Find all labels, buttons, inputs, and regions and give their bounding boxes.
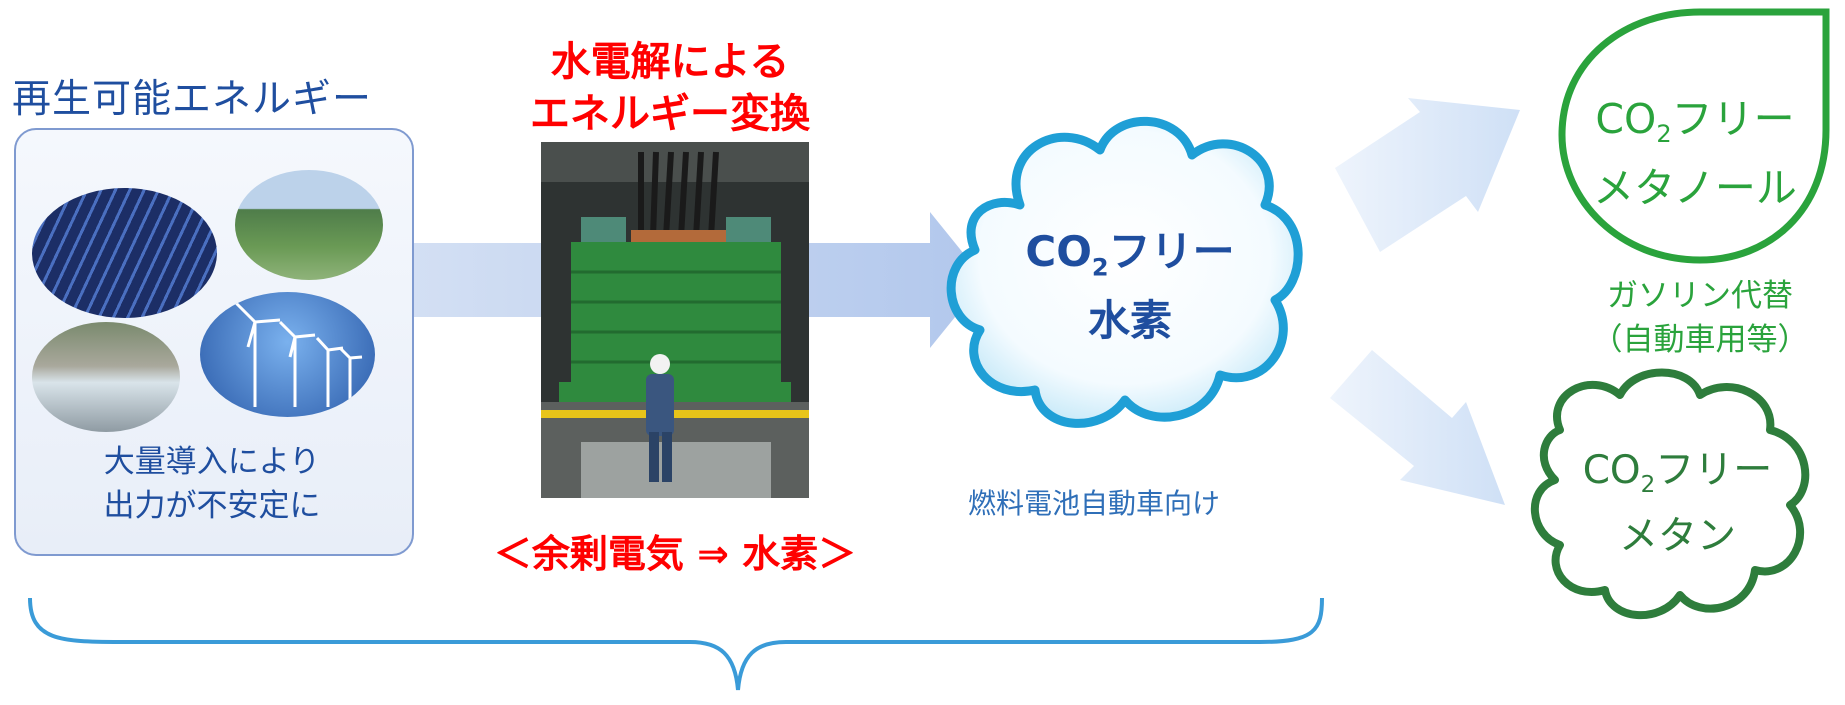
co2-prefix: CO	[1582, 448, 1641, 493]
co2-prefix: CO	[1025, 227, 1092, 276]
methanol-use: ガソリン代替 （自動車用等）	[1560, 274, 1840, 362]
electrolysis-title: 水電解による エネルギー変換	[470, 36, 870, 140]
electrolysis-title-line2: エネルギー変換	[530, 91, 810, 137]
methanol-use-line1: ガソリン代替	[1607, 278, 1793, 314]
hydrogen-label-line1: CO2フリー	[1010, 225, 1250, 294]
electrolyzer-illustration	[541, 142, 809, 498]
methanol-label-line1: CO2フリー	[1565, 92, 1825, 161]
electrolyzer-photo	[541, 142, 809, 498]
methane-label-line1: CO2フリー	[1560, 445, 1795, 511]
hydro-dam-photo	[32, 322, 180, 432]
wind-farm-photo	[200, 292, 375, 417]
co2-subscript: 2	[1091, 253, 1109, 282]
co2-prefix: CO	[1595, 95, 1657, 143]
renewable-title: 再生可能エネルギー	[12, 77, 373, 122]
electrolysis-subtitle: ＜余剰電気 ⇒ 水素＞	[493, 532, 857, 576]
methanol-label: CO2フリー メタノール	[1565, 92, 1825, 215]
renewable-caption-line2: 出力が不安定に	[103, 488, 321, 524]
electrolysis-title-line1: 水電解による	[550, 39, 790, 85]
geothermal-photo	[235, 170, 383, 280]
brace	[28, 597, 1324, 691]
arrow-to-methanol	[1335, 98, 1520, 252]
hydrogen-label-line2: 水素	[1087, 296, 1172, 346]
solar-panel-photo	[32, 188, 217, 318]
hydrogen-use: 燃料電池自動車向け	[968, 487, 1221, 520]
renewable-caption-line1: 大量導入により	[103, 444, 321, 480]
methanol-label-line2: メタノール	[1593, 164, 1797, 213]
hydrogen-cloud	[946, 116, 1303, 428]
methanol-shape	[1558, 8, 1830, 264]
free-suffix: フリー	[1655, 448, 1773, 493]
methanol-use-line2: （自動車用等）	[1591, 322, 1809, 358]
free-suffix: フリー	[1108, 227, 1235, 276]
arrow-to-methane	[1330, 350, 1505, 505]
co2-subscript: 2	[1640, 471, 1656, 498]
free-suffix: フリー	[1671, 95, 1795, 143]
hydrogen-label: CO2フリー 水素	[1010, 225, 1250, 348]
methane-label-line2: メタン	[1618, 513, 1736, 559]
co2-subscript: 2	[1656, 120, 1672, 149]
methane-cloud	[1530, 368, 1810, 620]
methane-label: CO2フリー メタン	[1560, 445, 1795, 563]
renewable-caption: 大量導入により 出力が不安定に	[14, 440, 410, 528]
